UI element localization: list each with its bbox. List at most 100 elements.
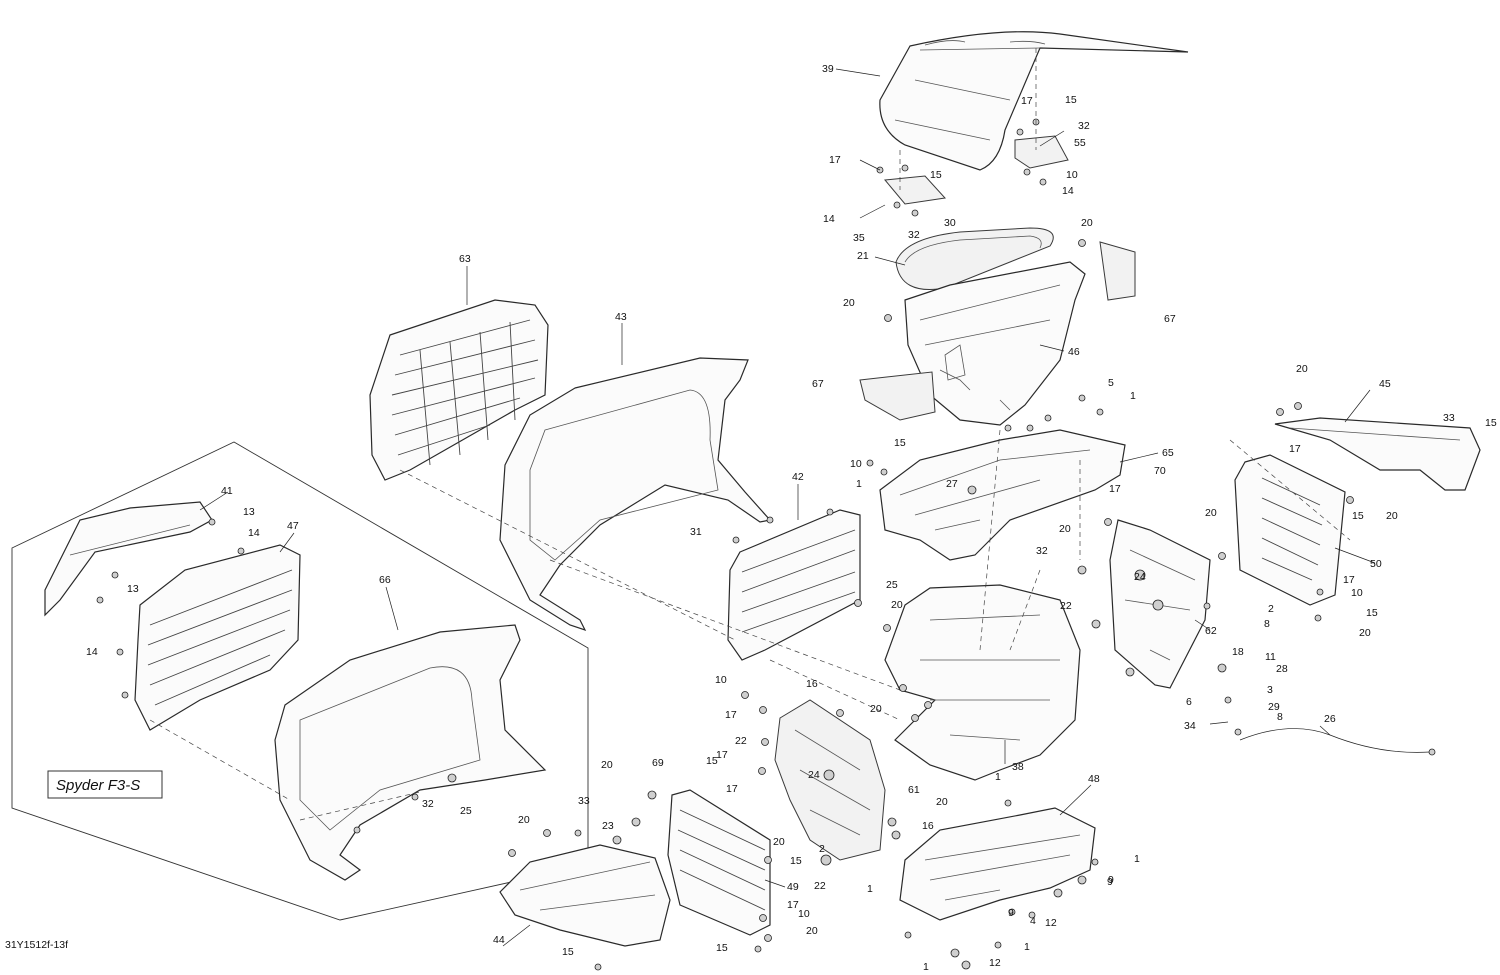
callout: 18 [1232,646,1244,658]
cable-end [1428,748,1436,756]
callout: 46 [1068,346,1080,358]
callout: 16 [806,678,818,690]
callout: 62 [1205,625,1217,637]
callout: 15 [1065,94,1077,106]
callout: 1 [856,478,862,490]
callout: 44 [493,934,505,946]
callout: 17 [725,709,737,721]
callout: 4 [1030,915,1036,927]
part-26-cable [1239,728,1431,753]
callout: 22 [814,880,826,892]
callout: 15 [930,169,942,181]
callout: 35 [853,232,865,244]
callout: 2 [819,843,825,855]
callout: 2 [1268,603,1274,615]
fasteners [96,239,1354,971]
callout: 29 [1268,701,1280,713]
part-42-grille-center [727,509,861,661]
callout: 14 [86,646,98,658]
part-39-windshield [879,31,1189,171]
callout: 23 [602,820,614,832]
part-48-lower-pan [899,807,1096,921]
callout: 20 [518,814,530,826]
callout: 45 [1379,378,1391,390]
drawing-number: 31Y1512f-13f [5,939,68,951]
callout: 32 [1078,120,1090,132]
callout: 17 [787,899,799,911]
callout: 14 [248,527,260,539]
callout: 30 [944,217,956,229]
part-35-bracket-left [876,164,946,217]
callout: 21 [857,250,869,262]
part-41-upper-trim [44,501,213,617]
callout: 17 [716,749,728,761]
alignment-lines [149,48,1351,821]
callout: 12 [989,957,1001,969]
callout: 10 [850,458,862,470]
callout: 15 [716,942,728,954]
callout: 15 [894,437,906,449]
callout: 42 [792,471,804,483]
callout: 22 [1060,600,1072,612]
callout: 65 [1162,447,1174,459]
callout: 1 [867,883,873,895]
callout: 20 [891,599,903,611]
callout: 9 [1107,876,1113,888]
callout: 15 [706,755,718,767]
part-44-lower-cover [499,844,671,947]
callout: 17 [1109,483,1121,495]
callout: 3 [1267,684,1273,696]
callout: 15 [1352,510,1364,522]
part-63-grille [369,299,549,481]
callout: 33 [1443,412,1455,424]
callout: 1 [1130,390,1136,402]
part-65-dash-frame [879,429,1126,561]
callout: 20 [870,703,882,715]
leader-lines [199,68,1376,947]
callout: 32 [908,229,920,241]
callout: 61 [908,784,920,796]
callout: 1 [1024,941,1030,953]
callout: 20 [806,925,818,937]
part-50-grille-right [1234,454,1346,606]
callout: 13 [243,506,255,518]
callout: 39 [822,63,834,75]
callout: 17 [1343,574,1355,586]
callout: 15 [562,946,574,958]
callout: 20 [936,796,948,808]
callout: 17 [1021,95,1033,107]
callout: 24 [808,769,820,781]
callout: 8 [1264,618,1270,630]
callout: 17 [726,783,738,795]
callout: 15 [1485,417,1497,429]
part-66-fascia [274,624,547,881]
part-55-bracket-right [1014,118,1069,186]
part-67-pad-right [1099,241,1136,301]
callout: 32 [1036,545,1048,557]
callout: 20 [1386,510,1398,522]
callout: 8 [1277,711,1283,723]
callout: 20 [843,297,855,309]
callout: 70 [1154,465,1166,477]
callout: 12 [1045,917,1057,929]
callout: 38 [1012,761,1024,773]
callout: 17 [1289,443,1301,455]
variant-label-box [47,770,163,799]
callout: 6 [1186,696,1192,708]
callout: 47 [287,520,299,532]
callout: 20 [601,759,613,771]
callout: 13 [127,583,139,595]
part-47-grille [134,544,301,731]
part-21-seal [895,227,1054,290]
callout: 10 [1351,587,1363,599]
callout: 67 [1164,313,1176,325]
callout: 20 [773,836,785,848]
callout: 63 [459,253,471,265]
callout: 9 [1108,874,1114,886]
callout: 27 [946,478,958,490]
callout: 20 [1081,217,1093,229]
callout: 43 [615,311,627,323]
part-45-trim-panel [1274,417,1481,491]
callout: 11 [1265,651,1276,663]
callout: 10 [715,674,727,686]
